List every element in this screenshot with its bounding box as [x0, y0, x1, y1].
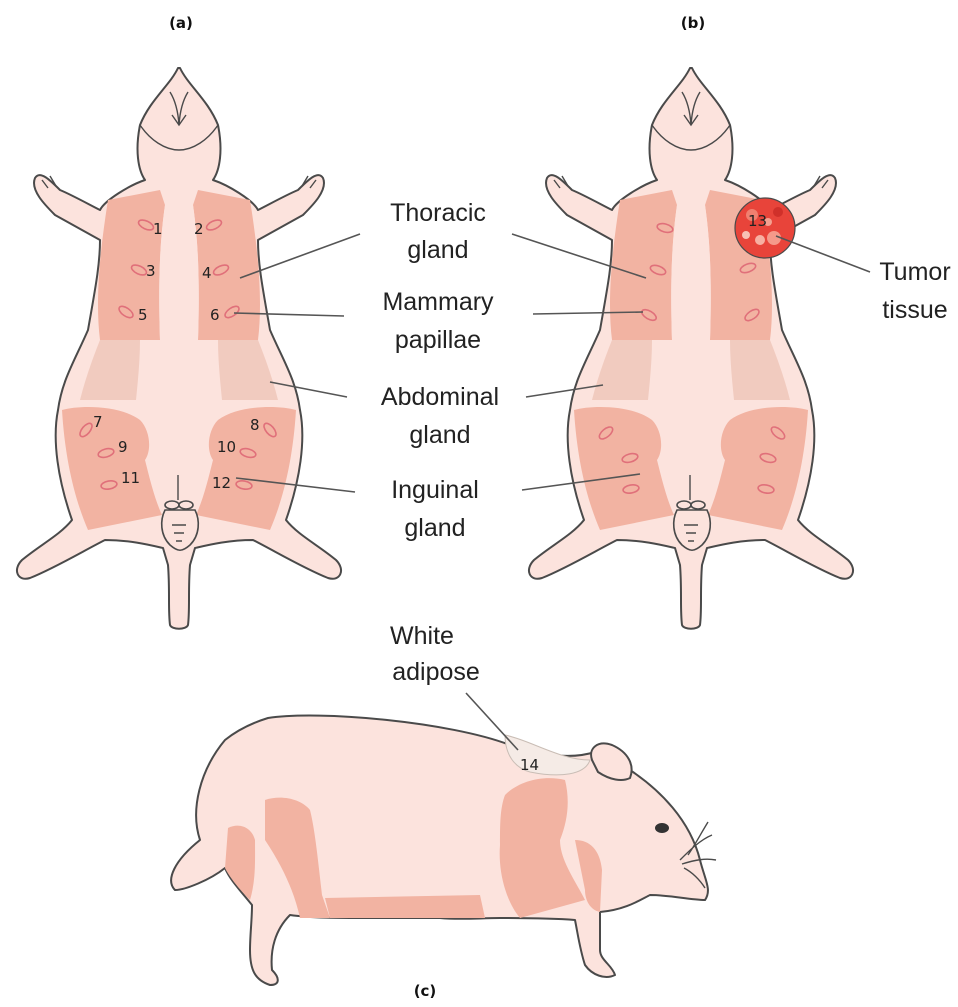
gland-number-12: 12 [212, 474, 231, 492]
panel-label-c: (c) [414, 982, 437, 1000]
mouse-ventral-view-b: 13 [529, 68, 853, 629]
adipose-number: 14 [520, 756, 539, 774]
gland-number-3: 3 [146, 262, 156, 280]
gland-number-1: 1 [153, 220, 163, 238]
gland-number-10: 10 [217, 438, 236, 456]
callout-abdominal-line2: gland [409, 421, 470, 449]
callout-mammary-line1: Mammary [382, 288, 494, 316]
gland-number-7: 7 [93, 413, 103, 431]
gland-number-6: 6 [210, 306, 220, 324]
panel-label-a: (a) [169, 14, 193, 32]
tumor-number: 13 [748, 212, 767, 230]
gland-number-2: 2 [194, 220, 204, 238]
callout-abdominal-gland: Abdominal gland [270, 382, 603, 449]
gland-number-8: 8 [250, 416, 260, 434]
callout-tumor-tissue: Tumor tissue [776, 236, 951, 324]
callout-tumor-line2: tissue [882, 296, 947, 324]
callout-adipose-line1: White [390, 622, 454, 650]
gland-number-9: 9 [118, 438, 128, 456]
mouse-lateral-view-c: 14 [171, 716, 716, 985]
callout-tumor-line1: Tumor [879, 258, 950, 286]
callout-thoracic-line1: Thoracic [390, 199, 486, 227]
callout-mammary-papillae: Mammary papillae [234, 288, 643, 354]
gland-number-11: 11 [121, 469, 140, 487]
callout-inguinal-line2: gland [404, 514, 465, 542]
callout-mammary-line2: papillae [395, 326, 481, 354]
callout-inguinal-line1: Inguinal [391, 476, 479, 504]
panel-label-b: (b) [681, 14, 705, 32]
mouse-ventral-view-a: 1 2 3 4 5 6 7 8 9 10 11 12 [17, 68, 341, 629]
callout-thoracic-line2: gland [407, 236, 468, 264]
callout-adipose-line2: adipose [392, 658, 480, 686]
callout-abdominal-line1: Abdominal [381, 383, 499, 411]
gland-number-5: 5 [138, 306, 148, 324]
gland-number-4: 4 [202, 264, 212, 282]
